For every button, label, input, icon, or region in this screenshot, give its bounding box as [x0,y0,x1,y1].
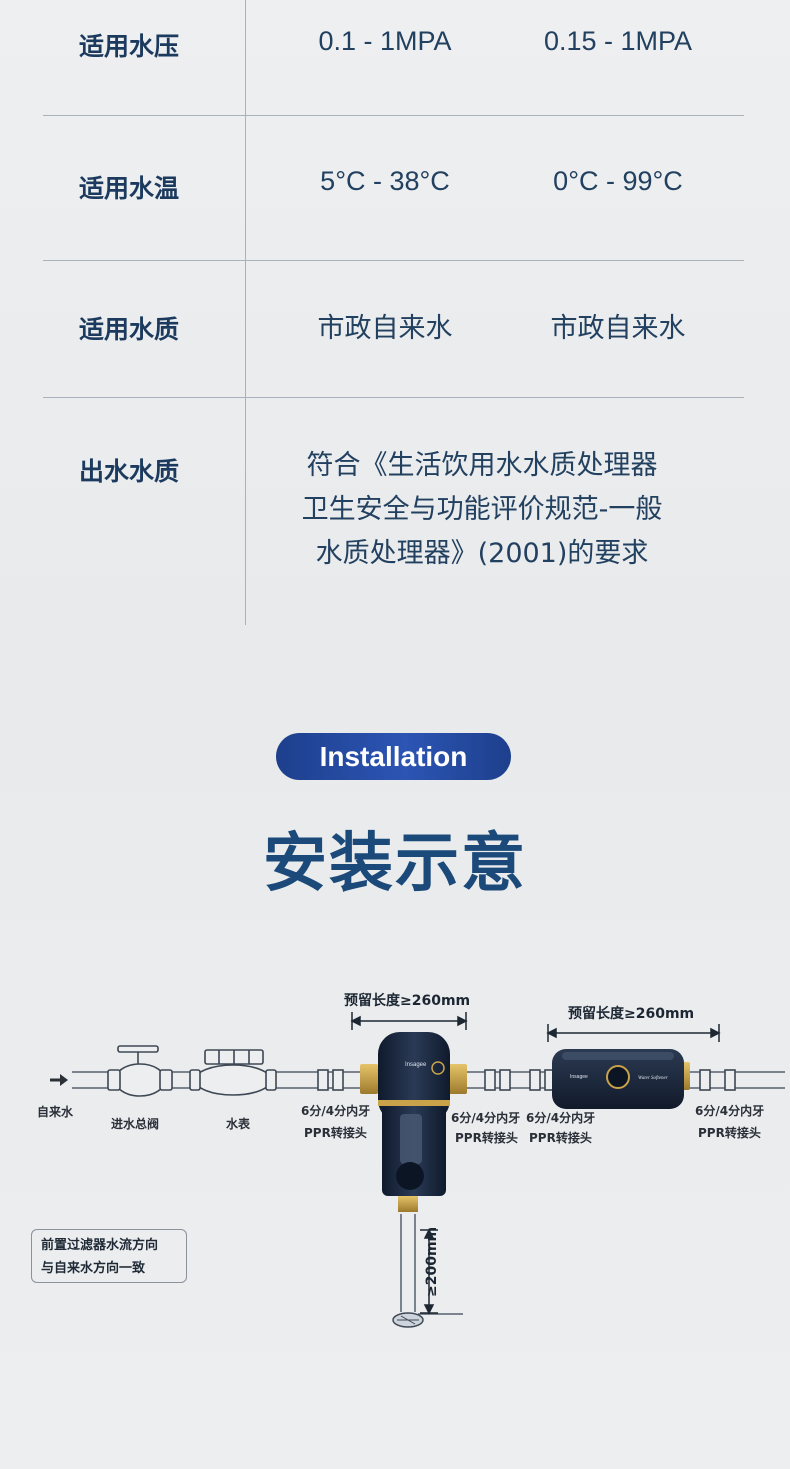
label-main-valve: 进水总阀 [111,1117,160,1131]
temperature-value-1: 5°C - 38°C [320,166,450,196]
label-fitting-d1: 6分/4分内牙 [695,1104,765,1118]
installation-diagram: Insagee Insagee Water Softener [50,1012,785,1328]
note-line: 与自来水方向一致 [41,1261,146,1276]
softener-model-text: Water Softener [638,1076,668,1081]
row-label-temperature: 适用水温 [78,174,179,203]
table-divider [43,115,744,116]
label-fitting-c2: PPR转接头 [529,1131,592,1145]
spec-table: 适用水压 0.1 - 1MPA 0.15 - 1MPA 适用水温 5°C - 3… [0,0,790,640]
drain-pipe [400,1214,463,1315]
label-fitting-c1: 6分/4分内牙 [526,1111,596,1125]
dimension-line [350,1012,468,1030]
water-quality-value-2: 市政自来水 [550,313,686,343]
output-quality-line: 卫生安全与功能评价规范-一般 [301,494,663,525]
label-fitting-a2: PPR转接头 [304,1126,367,1140]
dimension-label-softener: 预留长度≥260mm [568,1006,695,1022]
output-quality-line: 水质处理器》(2001)的要求 [315,538,649,569]
label-fitting-a1: 6分/4分内牙 [301,1104,371,1118]
section-title: 安装示意 [263,827,527,901]
row-label-output-quality: 出水水质 [78,457,179,486]
table-divider-vertical [245,0,246,625]
note-line: 前置过滤器水流方向 [41,1238,159,1253]
temperature-value-2: 0°C - 99°C [553,166,683,196]
row-label-water-quality: 适用水质 [78,315,179,344]
output-quality-line: 符合《生活饮用水水质处理器 [306,450,658,481]
table-divider [43,260,744,261]
dimension-line [546,1024,721,1042]
label-fitting-d2: PPR转接头 [698,1126,761,1140]
dimension-line-vertical [420,1228,438,1315]
label-tap-water: 自来水 [37,1105,74,1119]
dimension-label-filter: 预留长度≥260mm [344,993,471,1009]
pre-filter-device [378,1032,450,1212]
water-meter-icon [189,1049,277,1096]
inflow-arrow-icon [50,1074,68,1086]
installation-pill: Installation [276,733,511,780]
main-valve-icon [107,1045,173,1097]
floor-drain-icon [392,1312,424,1328]
table-divider [43,397,744,398]
filter-brand-text: Insagee [405,1062,427,1068]
label-water-meter: 水表 [226,1117,251,1131]
water-softener-device [552,1049,690,1109]
pressure-value-1: 0.1 - 1MPA [318,26,452,56]
flow-direction-note: 前置过滤器水流方向 与自来水方向一致 [31,1229,187,1283]
fitting-icon [317,1069,736,1091]
water-quality-value-1: 市政自来水 [317,313,453,343]
softener-brand-text: Insagee [570,1074,588,1080]
label-fitting-b2: PPR转接头 [455,1131,518,1145]
brass-connector [360,1064,467,1094]
label-fitting-b1: 6分/4分内牙 [451,1111,521,1125]
pressure-value-2: 0.15 - 1MPA [543,26,693,56]
row-label-pressure: 适用水压 [78,32,179,61]
output-quality-text: 符合《生活饮用水水质处理器 卫生安全与功能评价规范-一般 水质处理器》(2001… [262,444,702,576]
dimension-label-drain: ≥200mm [424,1226,440,1297]
